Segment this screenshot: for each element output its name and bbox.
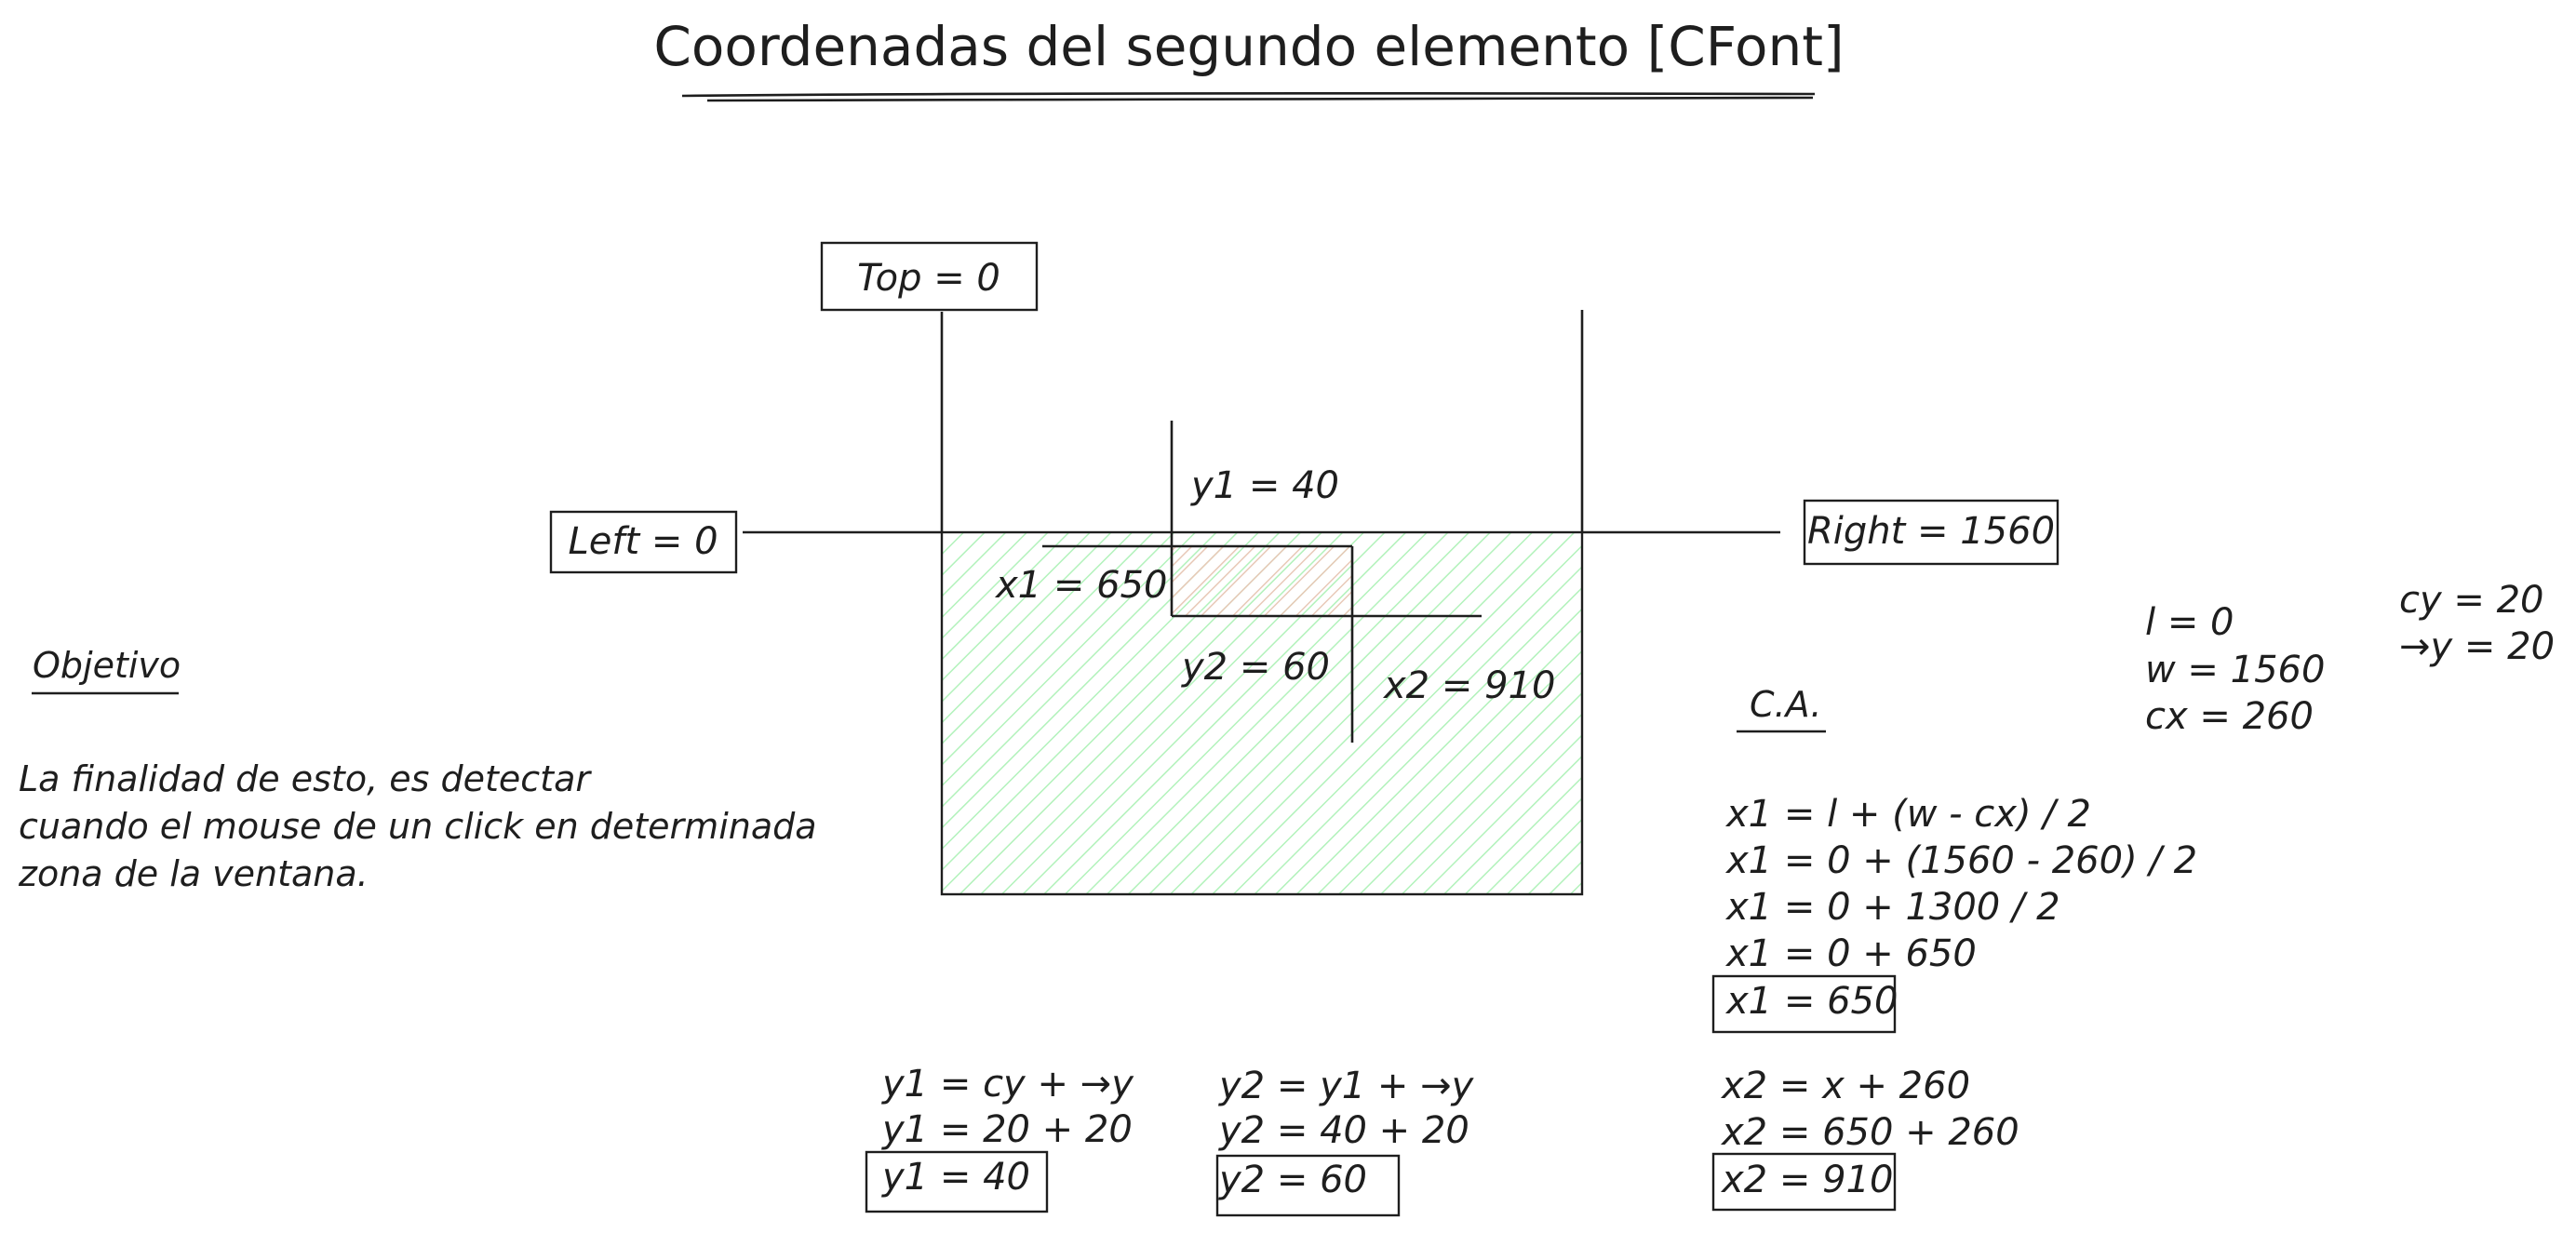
x1-calc-line-3: x1 = 0 + 1300 / 2 — [1724, 886, 2060, 929]
x2-result-box — [1711, 1152, 1897, 1212]
x2-label: x2 = 910 — [1382, 664, 1555, 707]
given-l: l = 0 — [2145, 601, 2234, 644]
x2-calc-line-2: x2 = 650 + 260 — [1720, 1111, 2019, 1154]
y2-calc-line-2: y2 = 40 + 20 — [1218, 1109, 1469, 1152]
x1-calc-line-2: x1 = 0 + (1560 - 260) / 2 — [1724, 839, 2197, 882]
element-area — [1173, 546, 1352, 615]
x1-result-box — [1711, 974, 1897, 1034]
y2-result-box — [1215, 1154, 1401, 1217]
y1-calc-line-2: y1 = 20 + 20 — [881, 1108, 1133, 1151]
objective-heading: Objetivo — [33, 645, 181, 686]
top-label-box — [820, 241, 1039, 312]
right-label: Right = 1560 — [1807, 510, 2055, 553]
ca-heading: C.A. — [1750, 684, 1821, 725]
y1-result: y1 = 40 — [881, 1156, 1030, 1199]
left-label: Left = 0 — [568, 520, 718, 563]
y2-result: y2 = 60 — [1218, 1159, 1367, 1201]
x1-label: x1 = 650 — [994, 564, 1167, 607]
given-cx: cx = 260 — [2145, 695, 2314, 738]
given-cy: cy = 20 — [2399, 579, 2544, 622]
x2-result: x2 = 910 — [1720, 1159, 1893, 1201]
y1-result-box — [865, 1150, 1049, 1213]
top-label: Top = 0 — [857, 257, 1000, 300]
y1-label: y1 = 40 — [1190, 464, 1339, 507]
y1-calc-line-1: y1 = cy + →y — [881, 1063, 1134, 1106]
given-dy: →y = 20 — [2399, 625, 2555, 668]
given-w: w = 1560 — [2145, 649, 2325, 691]
x1-result: x1 = 650 — [1724, 980, 1898, 1023]
x2-calc-line-1: x2 = x + 260 — [1720, 1065, 1970, 1107]
left-label-box — [549, 510, 738, 574]
x1-calc-line-1: x1 = l + (w - cx) / 2 — [1724, 793, 2091, 836]
objective-line-1: La finalidad de esto, es detectar — [19, 758, 592, 799]
y2-label: y2 = 60 — [1181, 646, 1330, 689]
right-label-box — [1803, 499, 2059, 566]
objective-line-2: cuando el mouse de un click en determina… — [19, 806, 817, 847]
diagram-title: Coordenadas del segundo elemento [CFont] — [653, 15, 1844, 78]
title-underline — [681, 92, 1816, 98]
title-underline-2 — [706, 96, 1814, 102]
y2-calc-line-1: y2 = y1 + →y — [1218, 1065, 1475, 1107]
objective-line-3: zona de la ventana. — [18, 853, 369, 894]
x1-calc-line-4: x1 = 0 + 650 — [1724, 932, 1977, 975]
